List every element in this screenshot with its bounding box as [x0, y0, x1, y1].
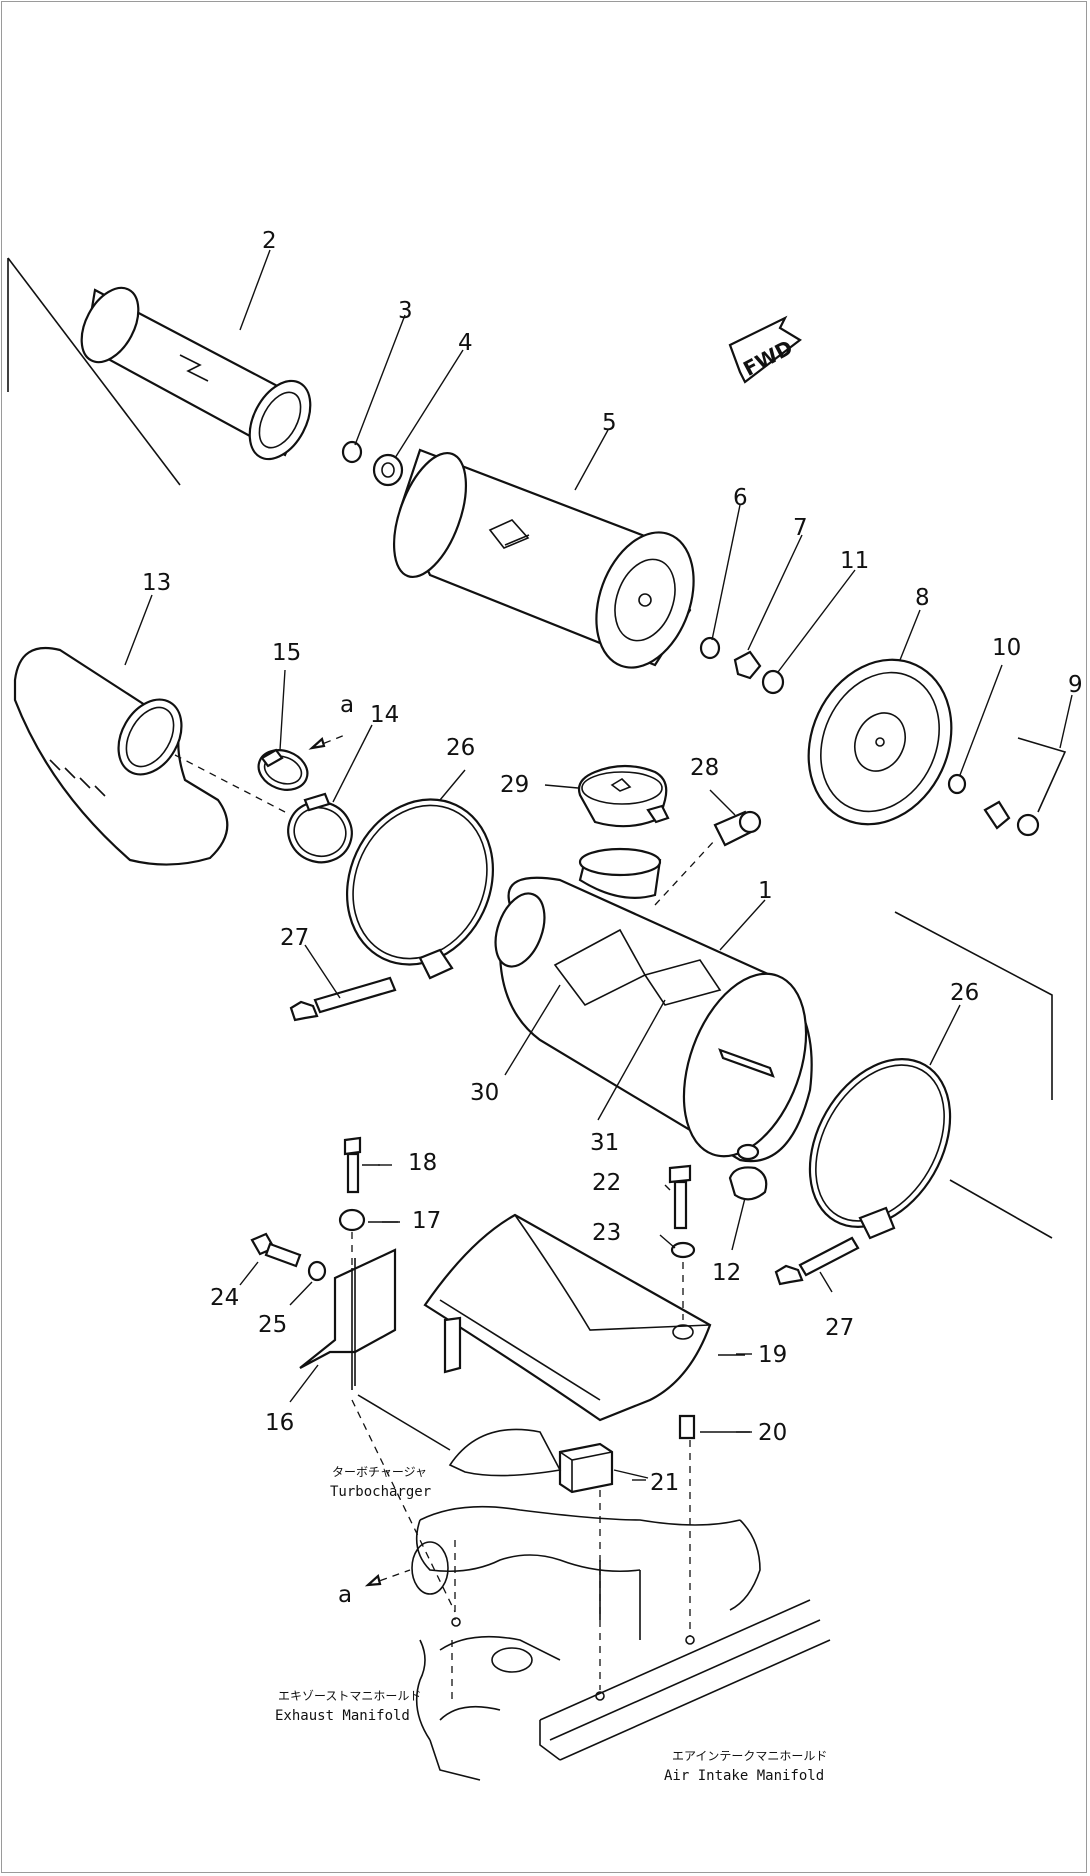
callout-8: 8 [915, 585, 930, 611]
callout-7: 7 [793, 515, 808, 541]
band-part-26-right [808, 1058, 952, 1240]
inner-element-part-2 [80, 286, 312, 461]
callout-26-left: 26 [446, 735, 475, 761]
washer-part-6 [699, 636, 721, 660]
bolt-part-27-right [774, 1236, 860, 1286]
intake-hose-part-13 [13, 646, 229, 866]
callout-3: 3 [398, 298, 413, 324]
reference-arrow-lower [364, 1569, 411, 1587]
callout-4: 4 [458, 330, 473, 356]
clamp-part-14 [287, 792, 353, 864]
indicator-alignment-line [654, 839, 716, 906]
callout-18: 18 [408, 1150, 437, 1176]
reference-arrow-upper [308, 734, 346, 750]
bolt-part-22 [668, 1164, 692, 1230]
washer-part-17 [338, 1208, 366, 1232]
callout-10: 10 [992, 635, 1021, 661]
callout-dashes [378, 1164, 752, 1481]
valve-part-9 [983, 737, 1067, 837]
washer-part-3 [341, 440, 363, 464]
callout-17: 17 [412, 1208, 441, 1234]
reference-mark-lower: a [338, 1582, 352, 1608]
callout-numbers: 2 3 4 5 6 7 11 8 10 9 13 15 14 26 29 28 … [142, 228, 1083, 1496]
callout-23: 23 [592, 1220, 621, 1246]
callout-28: 28 [690, 755, 719, 781]
callout-2: 2 [262, 228, 277, 254]
callout-6: 6 [733, 485, 748, 511]
callout-1: 1 [758, 878, 773, 904]
clamp-part-15 [257, 748, 309, 791]
callout-20: 20 [758, 1420, 787, 1446]
fwd-direction-marker: FWD [728, 315, 802, 384]
nut-part-20 [678, 1414, 696, 1440]
exhaust-manifold-label: Exhaust Manifold [275, 1708, 410, 1724]
component-labels: ターボチャージャ Turbocharger エキゾーストマニホールド Exhau… [275, 1465, 827, 1784]
callout-31: 31 [590, 1130, 619, 1156]
drain-valve-part-12 [728, 1143, 768, 1201]
callout-12: 12 [712, 1260, 741, 1286]
leader-lines [124, 249, 1073, 1479]
ring-part-11 [761, 669, 785, 695]
turbocharger-label: Turbocharger [330, 1484, 431, 1500]
air-intake-manifold-label: Air Intake Manifold [664, 1768, 824, 1784]
callout-9: 9 [1068, 672, 1083, 698]
outer-element-part-5 [392, 448, 695, 669]
cover-part-8 [807, 658, 953, 826]
callout-19: 19 [758, 1342, 787, 1368]
callout-27-right: 27 [825, 1315, 854, 1341]
callout-25: 25 [258, 1312, 287, 1338]
callout-22: 22 [592, 1170, 621, 1196]
callout-27-left: 27 [280, 925, 309, 951]
dust-indicator-part-28 [713, 810, 762, 847]
bolt-part-27-left [289, 976, 397, 1022]
bolt-part-24 [250, 1232, 302, 1268]
callout-15: 15 [272, 640, 301, 666]
guide-lines [7, 257, 1053, 1239]
bolt-part-18 [343, 1136, 362, 1194]
callout-11: 11 [840, 548, 869, 574]
exhaust-manifold-label-jp: エキゾーストマニホールド [278, 1689, 421, 1703]
washer-part-10 [947, 773, 967, 795]
nut-part-4 [372, 453, 404, 487]
turbocharger-label-jp: ターボチャージャ [332, 1465, 427, 1479]
washer-part-23 [670, 1241, 696, 1259]
callout-13: 13 [142, 570, 171, 596]
callout-5: 5 [602, 410, 617, 436]
reference-mark-upper: a [340, 692, 354, 718]
washer-part-25 [307, 1260, 327, 1282]
callout-30: 30 [470, 1080, 499, 1106]
engine-outline [351, 1232, 831, 1781]
air-cleaner-body-part-1 [494, 847, 813, 1163]
callout-16: 16 [265, 1410, 294, 1436]
spacer-part-21 [558, 1442, 614, 1494]
bracket-part-16 [299, 1248, 451, 1451]
air-intake-manifold-label-jp: エアインテークマニホールド [672, 1749, 827, 1763]
callout-29: 29 [500, 772, 529, 798]
callout-21: 21 [650, 1470, 679, 1496]
callout-26-right: 26 [950, 980, 979, 1006]
band-part-26-left [345, 798, 495, 980]
wing-nut-part-7 [733, 650, 762, 680]
saddle-part-19 [423, 1213, 712, 1422]
cap-part-29 [577, 764, 670, 828]
callout-24: 24 [210, 1285, 239, 1311]
callout-14: 14 [370, 702, 399, 728]
